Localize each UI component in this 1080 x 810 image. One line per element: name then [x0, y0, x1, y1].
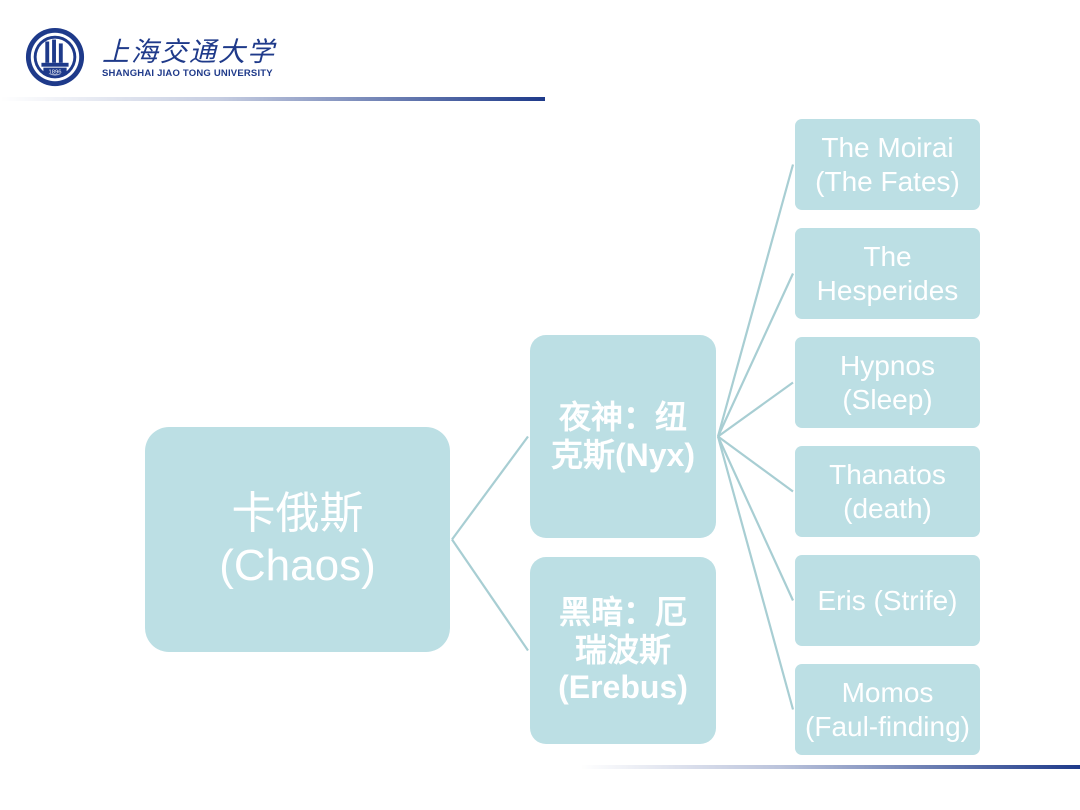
connector-nyx-thanatos	[717, 435, 794, 493]
node-eris: Eris (Strife)	[795, 555, 980, 646]
node-momos: Momos (Faul-finding)	[795, 664, 980, 755]
node-nyx: 夜神：纽 克斯(Nyx)	[530, 335, 716, 538]
university-name-en: SHANGHAI JIAO TONG UNIVERSITY	[102, 68, 273, 79]
university-seal-icon: 1896	[25, 27, 85, 87]
node-thanatos: Thanatos (death)	[795, 446, 980, 537]
connector-nyx-hesperides	[717, 273, 794, 437]
connector-chaos-erebus	[451, 538, 529, 652]
svg-text:1896: 1896	[49, 69, 62, 75]
node-chaos: 卡俄斯 (Chaos)	[145, 427, 450, 652]
connector-nyx-hypnos	[717, 381, 794, 438]
node-hesperides-label: The Hesperides	[816, 241, 959, 306]
footer-divider	[580, 765, 1080, 769]
connector-nyx-eris	[716, 436, 795, 601]
connector-nyx-moirai	[716, 164, 795, 437]
node-nyx-label: 夜神：纽 克斯(Nyx)	[550, 398, 696, 473]
university-logo: 1896 上海交通大学 SHANGHAI JIAO TONG UNIVERSIT…	[24, 24, 274, 88]
university-name-cn: 上海交通大学	[102, 37, 276, 68]
node-chaos-label: 卡俄斯 (Chaos)	[219, 488, 376, 590]
node-erebus-label: 黑暗：厄 瑞波斯 (Erebus)	[558, 593, 688, 706]
header-divider	[0, 97, 545, 101]
node-moirai: The Moirai (The Fates)	[795, 119, 980, 210]
node-eris-label: Eris (Strife)	[817, 584, 958, 616]
connector-nyx-momos	[716, 436, 795, 710]
connector-chaos-nyx	[451, 435, 529, 541]
node-erebus: 黑暗：厄 瑞波斯 (Erebus)	[530, 557, 716, 744]
node-moirai-label: The Moirai (The Fates)	[815, 132, 960, 197]
node-hesperides: The Hesperides	[795, 228, 980, 319]
node-thanatos-label: Thanatos (death)	[829, 459, 946, 524]
node-hypnos: Hypnos (Sleep)	[795, 337, 980, 428]
node-hypnos-label: Hypnos (Sleep)	[840, 350, 935, 415]
node-momos-label: Momos (Faul-finding)	[805, 677, 970, 742]
